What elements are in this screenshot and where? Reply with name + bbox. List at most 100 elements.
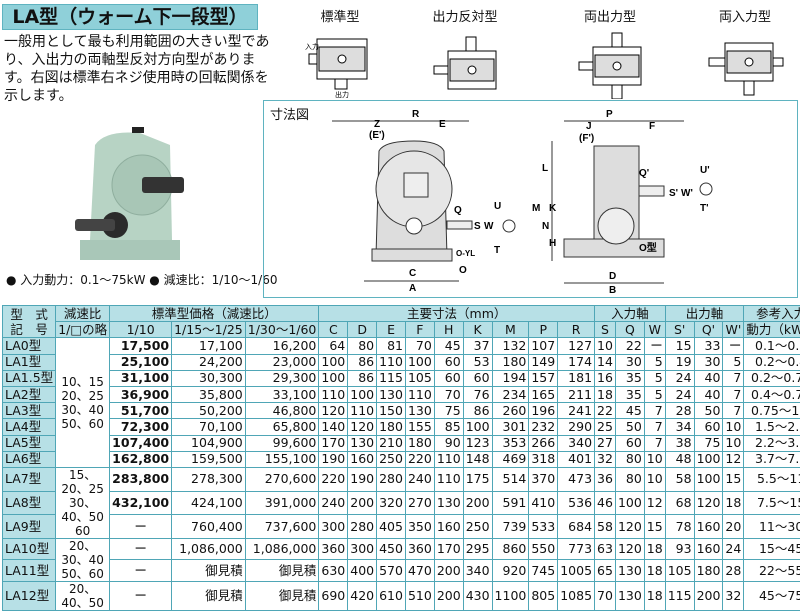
dimension-cell: 10 xyxy=(644,451,665,467)
dimension-cell: 100 xyxy=(405,354,434,370)
dimension-cell: 86 xyxy=(348,370,377,386)
price-cell: 65,800 xyxy=(245,419,319,435)
power-cell: 0.2～0.4 xyxy=(744,354,800,370)
price-cell: 33,100 xyxy=(245,386,319,402)
dimension-cell: 190 xyxy=(319,451,348,467)
dimension-cell: 48 xyxy=(665,451,694,467)
dimension-cell: 241 xyxy=(558,403,595,419)
dimension-cell: 473 xyxy=(558,467,595,491)
header-in-col: W xyxy=(644,322,665,338)
price-cell: ー xyxy=(110,560,172,582)
dimension-cell: 12 xyxy=(644,491,665,515)
header-dim-col: M xyxy=(492,322,529,338)
dimension-cell: 10 xyxy=(723,435,744,451)
price-cell: 16,200 xyxy=(245,338,319,354)
price-cell: 270,600 xyxy=(245,467,319,491)
layout-standard: 標準型 入力出力 xyxy=(285,6,395,99)
svg-text:O: O xyxy=(459,265,467,276)
price-cell: 31,100 xyxy=(110,370,172,386)
dimension-cell: 5 xyxy=(644,354,665,370)
dimension-cell: 610 xyxy=(377,581,406,610)
dimension-cell: 33 xyxy=(694,338,723,354)
dimension-cell: 401 xyxy=(558,451,595,467)
header-dim-col: H xyxy=(434,322,463,338)
svg-text:M: M xyxy=(532,203,540,214)
reduction-ratio-spec: ● 減速比：1/10～1/60 xyxy=(149,273,277,287)
dual-input-layout-icon xyxy=(705,29,785,99)
svg-text:出力: 出力 xyxy=(335,90,349,99)
dimension-cell: 60 xyxy=(615,435,644,451)
dimension-cell: 130 xyxy=(377,386,406,402)
dimension-cell: 160 xyxy=(694,515,723,539)
dimension-cell: 150 xyxy=(377,403,406,419)
layout-dual-output: 両出力型 xyxy=(555,6,665,99)
model-cell: LA0型 xyxy=(3,338,56,354)
svg-text:E: E xyxy=(439,119,446,130)
price-cell: 50,200 xyxy=(172,403,246,419)
dimension-cell: 232 xyxy=(529,419,558,435)
price-cell: 162,800 xyxy=(110,451,172,467)
dimension-cell: 110 xyxy=(348,403,377,419)
dimension-cell: 24 xyxy=(665,386,694,402)
dimension-cell: 266 xyxy=(529,435,558,451)
dimension-cell: 194 xyxy=(492,370,529,386)
dimension-cell: 110 xyxy=(377,354,406,370)
header-dim-col: F xyxy=(405,322,434,338)
dimension-cell: 107 xyxy=(529,338,558,354)
dimension-cell: 260 xyxy=(492,403,529,419)
svg-text:H: H xyxy=(549,238,556,249)
dimension-cell: 127 xyxy=(558,338,595,354)
dimension-cell: 160 xyxy=(694,538,723,560)
price-cell: 432,100 xyxy=(110,491,172,515)
dimension-cell: 340 xyxy=(463,560,492,582)
dimension-cell: 30 xyxy=(694,354,723,370)
dimension-cell: 70 xyxy=(405,338,434,354)
price-cell: 737,600 xyxy=(245,515,319,539)
description: 一般用として最も利用範囲の大きい型であり、入出力の両軸型反対方向型があります。右… xyxy=(4,33,274,105)
dimension-cell: 115 xyxy=(377,370,406,386)
header-price: 標準型価格（減速比） xyxy=(110,306,319,322)
dimension-cell: 10 xyxy=(723,419,744,435)
dimension-cell: 300 xyxy=(319,515,348,539)
dimension-cell: 65 xyxy=(595,560,616,582)
dimension-cell: 165 xyxy=(529,386,558,402)
price-cell: 46,800 xyxy=(245,403,319,419)
dimension-cell: 405 xyxy=(377,515,406,539)
model-cell: LA2型 xyxy=(3,386,56,402)
dimension-cell: 805 xyxy=(529,581,558,610)
dimension-cell: 181 xyxy=(558,370,595,386)
layout-output-reverse: 出力反対型 xyxy=(410,6,520,99)
layout-label: 出力反対型 xyxy=(410,6,520,25)
price-cell: ー xyxy=(110,538,172,560)
dimension-cell: 130 xyxy=(615,560,644,582)
power-cell: 11～30 xyxy=(744,515,800,539)
dimension-cell: 149 xyxy=(529,354,558,370)
dimension-cell: 25 xyxy=(595,419,616,435)
dimension-cell: 340 xyxy=(558,435,595,451)
dimension-cell: 123 xyxy=(463,435,492,451)
header-in-col: Q xyxy=(615,322,644,338)
header-power: 参考入力 xyxy=(744,306,800,322)
svg-text:W: W xyxy=(484,221,494,232)
dimension-cell: 280 xyxy=(377,467,406,491)
dimension-cell: 32 xyxy=(595,451,616,467)
dimension-cell: 100 xyxy=(615,491,644,515)
dimension-cell: 60 xyxy=(463,370,492,386)
power-cell: 22～55 xyxy=(744,560,800,582)
dimension-cell: 220 xyxy=(319,467,348,491)
dimension-cell: 350 xyxy=(405,515,434,539)
dimension-cell: 533 xyxy=(529,515,558,539)
dimension-cell: 18 xyxy=(644,538,665,560)
svg-text:P: P xyxy=(606,109,613,120)
dimension-cell: 18 xyxy=(595,386,616,402)
dimension-cell: 469 xyxy=(492,451,529,467)
dimension-cell: 110 xyxy=(405,386,434,402)
header-dimensions: 主要寸法（mm） xyxy=(319,306,595,322)
price-cell: 17,500 xyxy=(110,338,172,354)
price-cell: 御見積 xyxy=(172,581,246,610)
layout-dual-input: 両入力型 xyxy=(690,6,800,99)
